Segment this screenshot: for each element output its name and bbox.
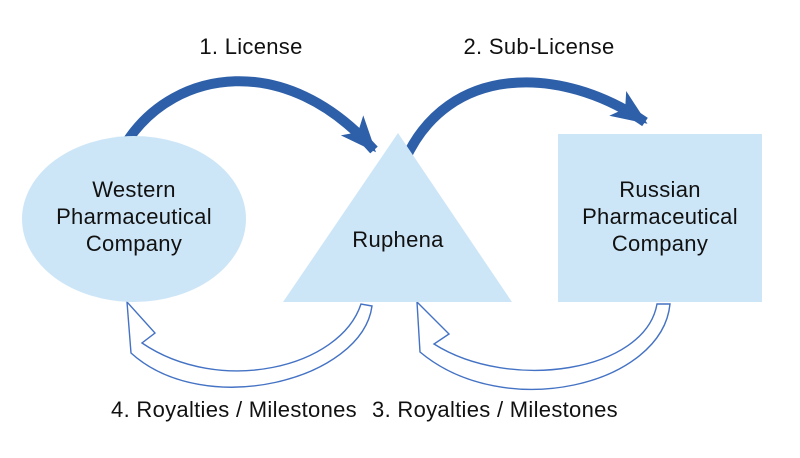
sublicense-arrow [400, 77, 648, 163]
royalties-arrow-russian-to-ruphena [416, 300, 671, 391]
russian-company-label: Russian Pharmaceutical Company [582, 177, 738, 256]
ruphena-label: Ruphena [352, 227, 444, 252]
royalties-4-label: 4. Royalties / Milestones [111, 397, 357, 422]
western-company-node [22, 136, 246, 302]
royalties-arrow-ruphena-to-western [126, 300, 373, 388]
ruphena-node [283, 133, 512, 302]
license-label: 1. License [199, 34, 303, 59]
sublicense-label: 2. Sub-License [463, 34, 615, 59]
license-arrow [123, 76, 378, 154]
russian-company-node [558, 134, 762, 302]
western-company-label: Western Pharmaceutical Company [56, 177, 212, 256]
royalties-3-label: 3. Royalties / Milestones [372, 397, 618, 422]
